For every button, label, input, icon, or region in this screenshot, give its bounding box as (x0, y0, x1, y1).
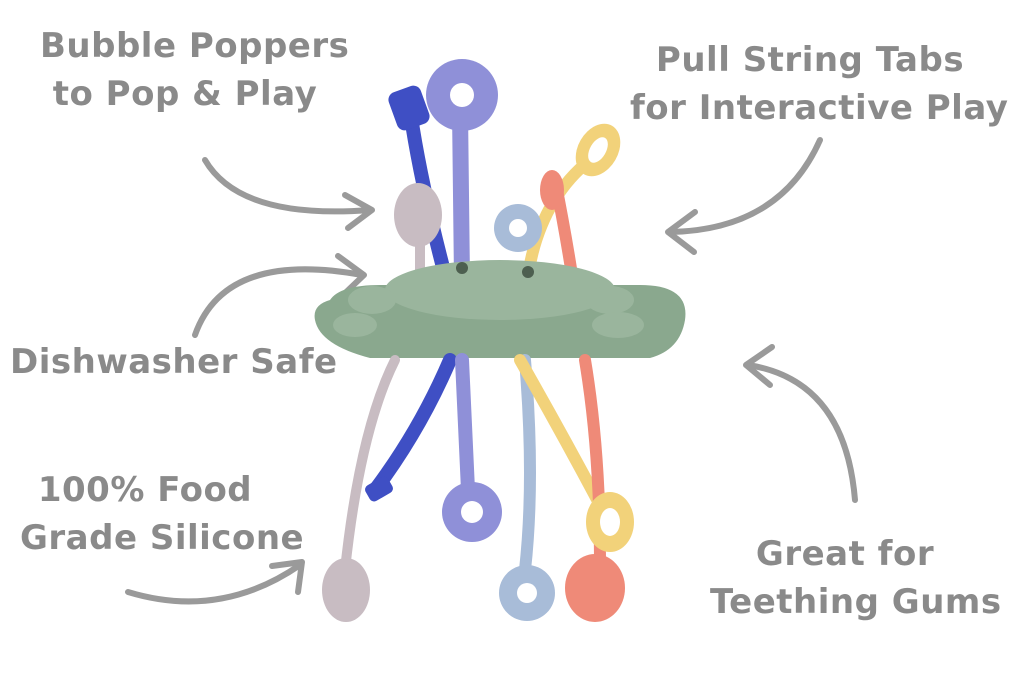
toy-base (314, 260, 686, 358)
callout-pull-string-line1: Pull String Tabs (655, 40, 965, 80)
flower-tab-lavender-bottom (442, 482, 502, 542)
bead-tab-coral-top (540, 170, 564, 210)
ring-tab-yellow-bottom (586, 492, 634, 552)
blue-tab (388, 85, 430, 131)
top-tabs (388, 59, 621, 252)
bead-tab-coral-bottom (565, 554, 625, 622)
bottom-strings (340, 353, 606, 576)
gear-tab-periwinkle-bottom (499, 565, 555, 621)
callout-bubble-poppers-line1: Bubble Poppers (40, 26, 350, 66)
curved-arrow-icon (743, 344, 858, 503)
callout-food-grade-line2: Grade Silicone (20, 518, 305, 558)
callout-teething: Great for Teething Gums (710, 530, 1002, 626)
curved-arrow-icon (125, 559, 305, 605)
gear-tab-periwinkle (494, 204, 542, 252)
callout-bubble-poppers: Bubble Poppers to Pop & Play (40, 22, 350, 118)
callout-teething-line1: Great for (755, 534, 935, 574)
callout-dishwasher-safe: Dishwasher Safe (10, 338, 338, 386)
callout-bubble-poppers-line2: to Pop & Play (52, 74, 318, 114)
bead-tab-mauve (394, 183, 442, 247)
ring-tab-yellow (575, 123, 621, 177)
curved-arrow-icon (202, 157, 375, 231)
bead-tab-mauve-bottom (322, 558, 370, 622)
curved-arrow-icon (665, 137, 823, 255)
callout-food-grade-line1: 100% Food (37, 470, 253, 510)
callout-pull-string: Pull String Tabs for Interactive Play (630, 36, 1009, 132)
blue-tab-bottom (365, 476, 393, 502)
callout-food-grade: 100% Food Grade Silicone (20, 466, 305, 562)
callout-pull-string-line2: for Interactive Play (630, 88, 1009, 128)
bottom-tabs (322, 476, 634, 622)
flower-tab-lavender (426, 59, 498, 131)
callout-teething-line2: Teething Gums (710, 582, 1002, 622)
callout-dishwasher-line1: Dishwasher Safe (10, 342, 338, 382)
